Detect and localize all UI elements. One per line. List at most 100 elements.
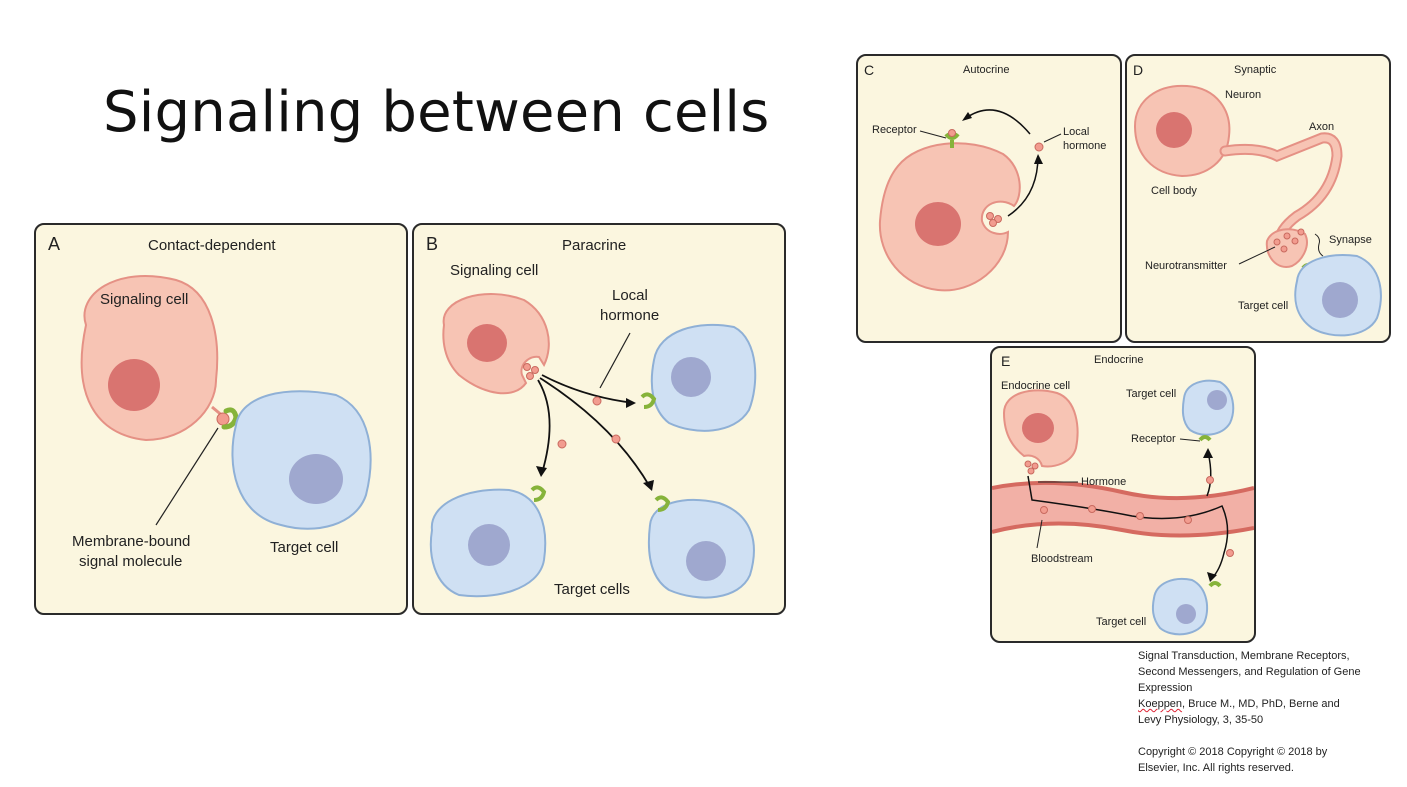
panel-letter: E	[1001, 353, 1011, 369]
target-cell-top-label: Target cell	[1126, 388, 1177, 400]
hormone-particle	[1088, 505, 1096, 513]
local-hormone-label-line2: hormone	[600, 307, 660, 324]
target-cell-nucleus	[1176, 604, 1196, 624]
signaling-cell-nucleus	[915, 202, 961, 246]
citation: Signal Transduction, Membrane Receptors,…	[1138, 648, 1398, 776]
neurotransmitter-vesicle	[1297, 228, 1305, 236]
panel-paracrine: B Paracrine Signaling cell Local hormone…	[412, 223, 786, 615]
receptor	[1198, 435, 1212, 442]
hormone-vesicle	[526, 372, 534, 380]
panel-letter: D	[1133, 62, 1144, 78]
contact-receptor	[221, 407, 239, 430]
target-cell-nucleus	[686, 541, 726, 581]
signaling-cell-label: Signaling cell	[450, 262, 539, 279]
local-hormone-label-line2: hormone	[1063, 140, 1107, 152]
local-hormone-particle	[1034, 142, 1044, 152]
local-hormone-particle	[592, 396, 602, 406]
target-cells-label: Target cells	[554, 581, 630, 598]
neurotransmitter-vesicle	[1283, 232, 1291, 240]
arrow-down-left	[537, 379, 551, 474]
panel-title: Paracrine	[562, 237, 627, 254]
receptor	[1208, 581, 1222, 588]
slide-title: Signaling between cells	[103, 80, 770, 145]
citation-author-rest: , Bruce M., MD, PhD, Berne and	[1182, 698, 1340, 710]
citation-line: Levy Physiology, 3, 35-50	[1138, 714, 1264, 726]
axon-label: Axon	[1309, 121, 1335, 133]
target-cell-nucleus	[1207, 390, 1227, 410]
hormone-vesicle	[1031, 462, 1039, 470]
receptor-label: Receptor	[872, 124, 917, 136]
panel-title: Autocrine	[963, 64, 1010, 76]
panel-letter: A	[48, 234, 61, 254]
neurotransmitter-vesicle	[1291, 237, 1299, 245]
molecule-label-line2: signal molecule	[79, 553, 183, 570]
neurotransmitter-vesicle	[1280, 245, 1288, 253]
receptor	[944, 132, 960, 148]
panel-contact-dependent: A Contact-dependent Signaling cell Membr…	[34, 223, 408, 615]
citation-line: Second Messengers, and Regulation of Gen…	[1138, 666, 1361, 678]
hormone-label: Hormone	[1081, 476, 1127, 488]
panel-title: Endocrine	[1094, 354, 1144, 366]
receptor	[640, 392, 657, 409]
panel-synaptic: D Synaptic Neuron Axon Cell body Synapse…	[1125, 54, 1391, 343]
hormone-vesicle	[523, 363, 531, 371]
local-hormone-particle	[611, 434, 621, 444]
panel-letter: B	[426, 234, 439, 254]
neurotransmitter-vesicle	[1273, 238, 1281, 246]
hormone-particle	[1226, 549, 1234, 557]
citation-line: Koeppen, Bruce M., MD, PhD, Berne and	[1138, 696, 1398, 712]
panel-autocrine: C Autocrine Receptor Local hormone	[856, 54, 1122, 343]
molecule-label-line1: Membrane-bound	[72, 533, 191, 550]
hormone-vesicle	[986, 212, 994, 220]
upward-arrow	[1206, 451, 1212, 497]
synapse-bracket	[1314, 233, 1324, 257]
hormone-vesicle	[989, 219, 997, 227]
paracrine-illustration	[429, 293, 757, 599]
signaling-cell-label: Signaling cell	[100, 291, 189, 308]
citation-line: Signal Transduction, Membrane Receptors,	[1138, 650, 1350, 662]
citation-line: Expression	[1138, 682, 1193, 694]
hormone-particle	[1040, 506, 1048, 514]
target-cell-bottom-label: Target cell	[1096, 616, 1147, 628]
copyright-line: Elsevier, Inc. All rights reserved.	[1138, 762, 1294, 774]
target-cell-nucleus	[1322, 282, 1358, 318]
endocrine-cell-nucleus	[1022, 413, 1054, 443]
local-hormone-label-line1: Local	[1063, 126, 1090, 138]
panel-letter: C	[864, 62, 875, 78]
cell-body-label: Cell body	[1151, 185, 1197, 197]
contact-dependent-illustration	[80, 275, 372, 530]
citation-author-surname: Koeppen	[1138, 698, 1183, 710]
hormone-particle	[1184, 516, 1192, 524]
receptor	[654, 495, 671, 512]
bound-hormone	[948, 129, 956, 137]
panel-title: Contact-dependent	[148, 237, 276, 254]
endocrine-illustration	[992, 379, 1254, 636]
copyright-line: Copyright © 2018 Copyright © 2018 by	[1138, 746, 1328, 758]
neuron-label: Neuron	[1225, 89, 1262, 101]
receptor	[530, 485, 547, 502]
target-cell-label: Target cell	[270, 539, 339, 556]
synaptic-illustration	[1133, 84, 1382, 337]
neurotransmitter-label: Neurotransmitter	[1145, 260, 1227, 272]
local-hormone-label-line1: Local	[612, 287, 648, 304]
receptor-label: Receptor	[1131, 433, 1176, 445]
hormone-vesicle	[531, 366, 539, 374]
panel-title: Synaptic	[1234, 64, 1277, 76]
return-arrow	[965, 109, 1031, 135]
arrow-down-right	[539, 377, 651, 488]
hormone-vesicle	[1027, 467, 1035, 475]
endocrine-cell-label: Endocrine cell	[1001, 380, 1071, 392]
target-cell-label: Target cell	[1238, 300, 1289, 312]
target-cell-nucleus	[289, 454, 343, 504]
local-hormone-particle	[557, 439, 567, 449]
target-cell-nucleus	[468, 524, 510, 566]
hormone-particle	[1206, 476, 1214, 484]
bloodstream-label: Bloodstream	[1031, 553, 1093, 565]
target-cell-top	[1181, 379, 1235, 436]
panel-endocrine: E Endocrine Endocrine cell Target cell R…	[990, 346, 1256, 643]
signaling-cell-nucleus	[467, 324, 507, 362]
signaling-cell-nucleus	[108, 359, 160, 411]
hormone-vesicle	[1024, 460, 1032, 468]
hormone-particle	[1136, 512, 1144, 520]
target-cell-nucleus	[671, 357, 711, 397]
